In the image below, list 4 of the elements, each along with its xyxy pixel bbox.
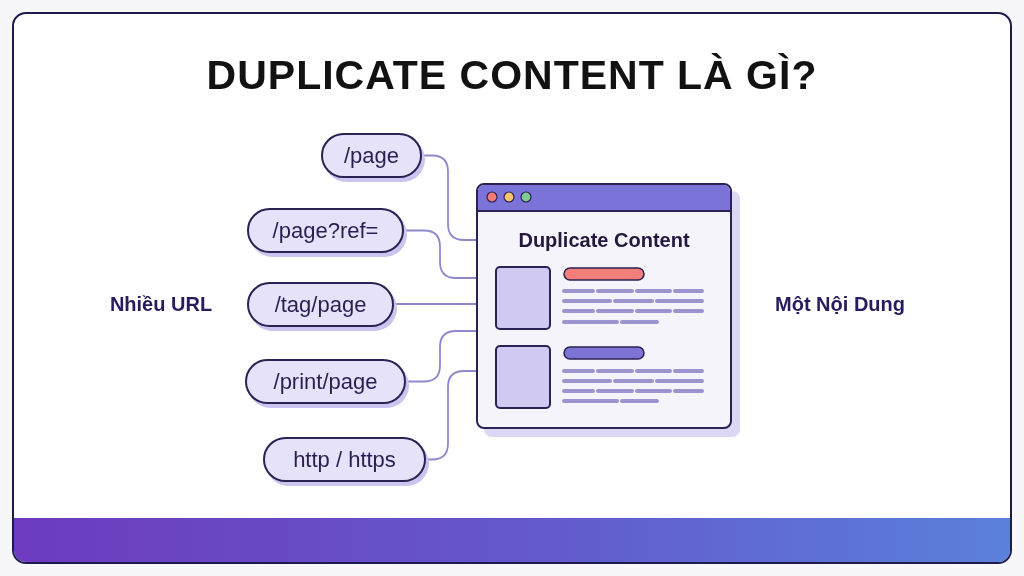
side-label: Nhiều URL [109,292,213,316]
window-heading: Duplicate Content [518,228,690,252]
diagram-title: DUPLICATE CONTENT LÀ GÌ? [206,51,818,100]
side-label: Một Nội Dung [775,292,905,316]
